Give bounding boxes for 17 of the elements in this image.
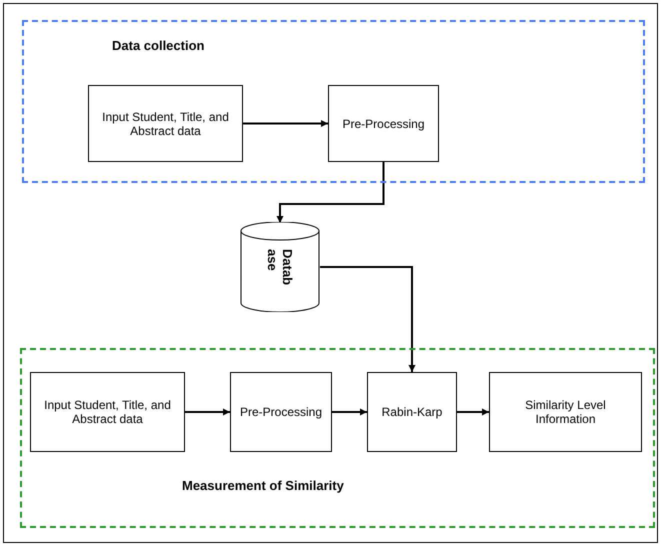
dashed-group-frame	[22, 20, 645, 183]
dashed-group-frame	[20, 348, 655, 528]
process-box: Rabin-Karp	[367, 372, 457, 452]
arrow	[276, 162, 384, 223]
process-box: Input Student, Title, and Abstract data	[88, 85, 243, 162]
database-label: Datab ase	[265, 249, 295, 288]
arrow	[185, 408, 230, 416]
arrow	[332, 408, 367, 416]
group-heading: Measurement of Similarity	[182, 478, 344, 493]
arrow	[320, 266, 416, 372]
arrow	[243, 120, 328, 127]
arrow	[457, 408, 489, 416]
process-box: Pre-Processing	[230, 372, 332, 452]
process-box: Input Student, Title, and Abstract data	[30, 372, 185, 452]
group-heading: Data collection	[112, 38, 204, 53]
process-box: Similarity Level Information	[489, 372, 642, 452]
process-box: Pre-Processing	[328, 85, 439, 162]
